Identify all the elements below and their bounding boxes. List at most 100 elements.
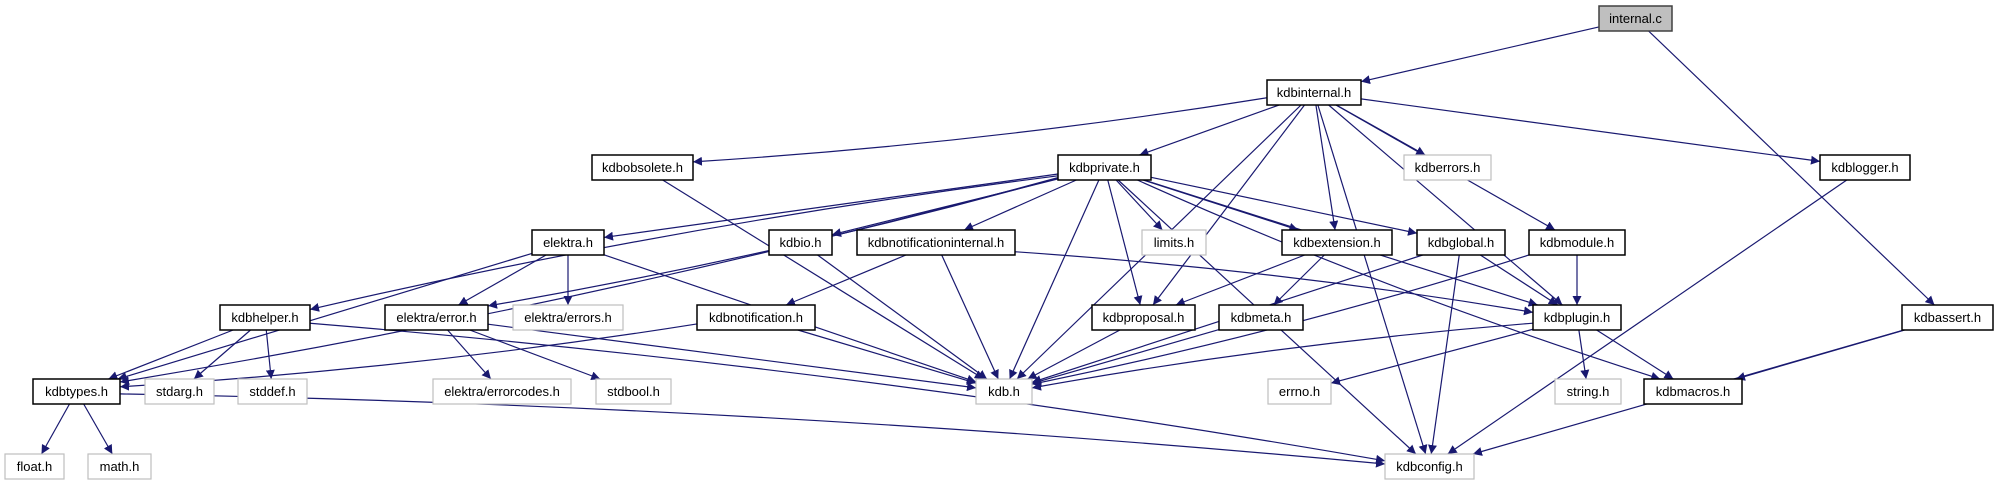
node-label: kdbglobal.h [1428, 235, 1495, 250]
node-kdbconfig-h: kdbconfig.h [1384, 453, 1475, 480]
node-kdbprivate-h[interactable]: kdbprivate.h [1057, 154, 1152, 181]
node-limits-h: limits.h [1141, 229, 1207, 256]
node-kdbnotificationinternal-h[interactable]: kdbnotificationinternal.h [856, 229, 1016, 256]
node-box [1281, 229, 1393, 256]
edge-kdbglobal-h-to-kdbplugin-h [1480, 254, 1558, 306]
node-box [219, 304, 311, 331]
edge-kdbprivate-h-to-kdbmacros-h [1137, 179, 1661, 381]
node-string-h: string.h [1554, 378, 1622, 405]
node-kdbnotification-h[interactable]: kdbnotification.h [696, 304, 816, 331]
edge-elektra-error-h-to-elektra-errorcodes-h [447, 329, 492, 380]
node-label: string.h [1567, 384, 1610, 399]
node-kdblogger-h[interactable]: kdblogger.h [1819, 154, 1911, 181]
node-kdb-h: kdb.h [975, 378, 1033, 405]
edge-internal-c-to-kdbinternal-h [1360, 26, 1600, 85]
edge-kdbnotificationinternal-h-to-kdbnotification-h [785, 254, 907, 306]
node-float-h: float.h [4, 453, 65, 480]
node-label: kdbmeta.h [1231, 310, 1292, 325]
edge-kdbnotification-h-to-kdbtypes-h [119, 323, 698, 391]
edge-kdbtypes-h-to-kdbconfig-h [119, 393, 1386, 468]
node-kdbtypes-h[interactable]: kdbtypes.h [32, 378, 121, 405]
node-kdbglobal-h[interactable]: kdbglobal.h [1416, 229, 1506, 256]
node-kdbmeta-h[interactable]: kdbmeta.h [1218, 304, 1304, 331]
node-box [591, 154, 694, 181]
node-stddef-h: stddef.h [237, 378, 308, 405]
node-elektra-errors-h: elektra/errors.h [512, 304, 624, 331]
edge-elektra-error-h-to-kdb-h [487, 323, 977, 392]
node-label: kdbnotificationinternal.h [868, 235, 1005, 250]
node-label: kdblogger.h [1831, 160, 1898, 175]
node-box [1901, 304, 1994, 331]
edge-kdbinternal-h-to-kdblogger-h [1360, 98, 1821, 165]
node-label: elektra/errorcodes.h [444, 384, 560, 399]
node-kdbinternal-h[interactable]: kdbinternal.h [1266, 79, 1362, 106]
edge-kdbnotification-h-to-kdb-h [797, 329, 977, 385]
edge-kdbtypes-h-to-float-h [40, 403, 71, 455]
edge-elektra-error-h-to-stdbool-h [469, 329, 601, 381]
edge-kdbplugin-h-to-kdbmacros-h [1596, 329, 1674, 380]
edge-kdbobsolete-h-to-kdb-h [662, 179, 985, 380]
node-label: kdbhelper.h [231, 310, 298, 325]
edge-elektra-h-to-kdbtypes-h [117, 252, 533, 381]
node-elektra-error-h[interactable]: elektra/error.h [384, 304, 489, 331]
node-kdbio-h[interactable]: kdbio.h [768, 229, 833, 256]
edge-kdbmeta-h-to-kdb-h [1031, 329, 1220, 386]
node-kdbmacros-h[interactable]: kdbmacros.h [1643, 378, 1743, 405]
node-label: kdb.h [988, 384, 1020, 399]
node-stdarg-h: stdarg.h [144, 378, 215, 405]
node-box [1057, 154, 1152, 181]
node-elektra-errorcodes-h: elektra/errorcodes.h [432, 378, 572, 405]
node-kdbassert-h[interactable]: kdbassert.h [1901, 304, 1994, 331]
edge-kdbtypes-h-to-math-h [83, 403, 113, 455]
edge-elektra-h-to-elektra-error-h [458, 254, 547, 306]
node-kdbextension-h[interactable]: kdbextension.h [1281, 229, 1393, 256]
node-box [595, 378, 672, 405]
node-label: kdbnotification.h [709, 310, 803, 325]
node-box [768, 229, 833, 256]
node-label: stdarg.h [156, 384, 203, 399]
node-box [1598, 5, 1673, 32]
node-box [696, 304, 816, 331]
edge-kdbnotificationinternal-h-to-kdbplugin-h [1014, 251, 1534, 316]
node-label: elektra.h [543, 235, 593, 250]
node-box [32, 378, 121, 405]
node-label: kdberrors.h [1415, 160, 1481, 175]
node-kdbhelper-h[interactable]: kdbhelper.h [219, 304, 311, 331]
node-kdbproposal-h[interactable]: kdbproposal.h [1091, 304, 1196, 331]
node-label: stdbool.h [607, 384, 660, 399]
edge-kdbinternal-h-to-kdbprivate-h [1139, 104, 1280, 157]
node-label: limits.h [1154, 235, 1194, 250]
node-kdbplugin-h[interactable]: kdbplugin.h [1532, 304, 1622, 331]
node-label: kdbobsolete.h [602, 160, 683, 175]
edge-kdbprivate-h-to-limits-h [1115, 179, 1163, 231]
node-box [1267, 378, 1332, 405]
node-math-h: math.h [87, 453, 152, 480]
edge-kdbinternal-h-to-kdbplugin-h [1328, 104, 1563, 306]
edge-kdbprivate-h-to-kdbproposal-h [1107, 179, 1143, 306]
node-box [1403, 154, 1492, 181]
node-box [1554, 378, 1622, 405]
node-elektra-h[interactable]: elektra.h [531, 229, 605, 256]
node-label: stddef.h [249, 384, 295, 399]
node-kdbmodule-h[interactable]: kdbmodule.h [1528, 229, 1626, 256]
node-label: kdbproposal.h [1103, 310, 1185, 325]
node-label: errno.h [1279, 384, 1320, 399]
node-label: elektra/error.h [396, 310, 476, 325]
node-box [856, 229, 1016, 256]
edge-kdbio-h-to-kdb-h [817, 254, 988, 380]
node-label: kdbassert.h [1914, 310, 1981, 325]
node-box [237, 378, 308, 405]
node-label: math.h [100, 459, 140, 474]
edge-kdbextension-h-to-kdbmeta-h [1273, 254, 1325, 306]
edge-kdbhelper-h-to-kdbconfig-h [309, 322, 1386, 464]
node-kdbobsolete-h[interactable]: kdbobsolete.h [591, 154, 694, 181]
node-box [1528, 229, 1626, 256]
edge-kdbhelper-h-to-kdbtypes-h [108, 329, 234, 380]
node-label: float.h [17, 459, 52, 474]
edge-kdbproposal-h-to-kdb-h [1027, 329, 1121, 380]
node-box [1532, 304, 1622, 331]
edge-kdbprivate-h-to-kdb-h [1009, 179, 1100, 380]
edge-kdbprivate-h-to-kdbnotificationinternal-h [963, 179, 1077, 231]
edge-kdbhelper-h-to-stdarg-h [193, 329, 251, 380]
